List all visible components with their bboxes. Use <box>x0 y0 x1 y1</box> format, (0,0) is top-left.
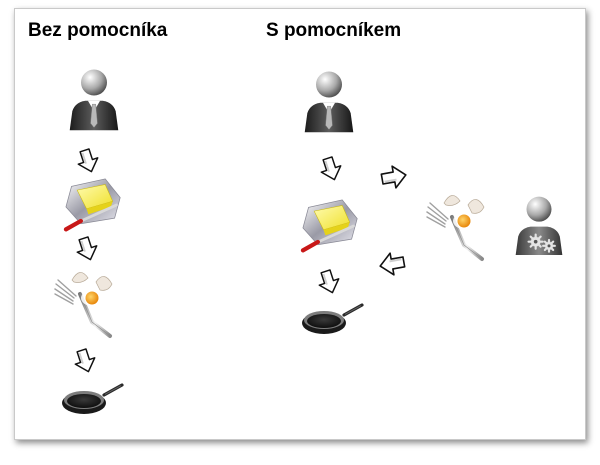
arrow-icon <box>72 347 98 375</box>
eggs-fork-icon <box>425 193 486 261</box>
arrow-icon <box>316 268 342 296</box>
arrow-icon <box>380 163 408 191</box>
person-icon <box>69 69 119 131</box>
helper-person-gears-icon <box>514 195 564 257</box>
frying-pan-icon <box>300 303 364 336</box>
arrow-icon <box>74 235 100 263</box>
butter-knife-icon <box>60 177 128 235</box>
diagram-frame <box>14 8 586 440</box>
frying-pan-icon <box>60 383 124 416</box>
arrow-icon <box>378 250 406 278</box>
person-icon <box>304 71 354 133</box>
eggs-fork-icon <box>53 270 114 338</box>
left-column-title: Bez pomocníka <box>28 20 168 41</box>
butter-knife-icon <box>297 198 365 256</box>
right-column-title: S pomocníkem <box>266 20 402 41</box>
arrow-icon <box>318 155 344 183</box>
arrow-icon <box>75 147 101 175</box>
